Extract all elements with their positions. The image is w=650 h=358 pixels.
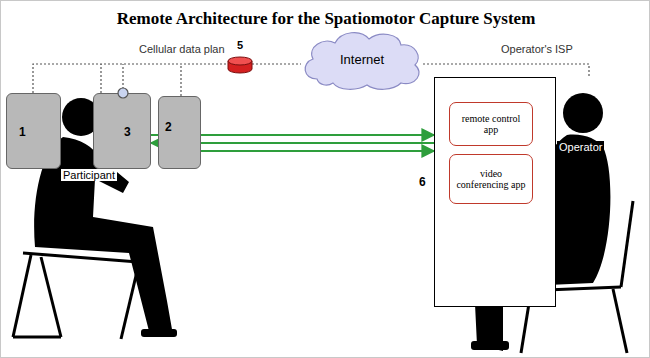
internet-cloud: Internet [299,29,425,91]
device-box: 2 [158,96,201,169]
app-box: remote control app [449,102,533,146]
app-box: video conferencing app [449,154,533,204]
diagram-title: Remote Architecture for the Spatiomotor … [1,9,650,29]
cloud-label: Internet [340,53,384,68]
device-box: 1 [6,93,61,169]
router-symbol [227,56,253,74]
callout-number: 1 [19,126,26,140]
callout-number: 2 [165,121,172,135]
camera-symbol [118,88,128,98]
person-label: Operator [557,141,604,153]
data-stream-arrow [201,150,434,152]
operator-computer: 6remote control appvideo conferencing ap… [434,77,556,307]
router-cylinder: 5 [226,39,254,75]
network-label: Operator's ISP [501,43,573,55]
app-label: video conferencing app [450,165,532,194]
callout-number: 3 [124,126,131,140]
app-label: remote control app [450,110,532,139]
device-box: 3 [93,93,151,169]
network-label: Cellular data plan [139,43,225,55]
callout-number: 5 [226,39,254,52]
person-label: Participant [61,169,117,181]
participant-chair [13,253,151,339]
callout-number: 6 [419,176,426,190]
